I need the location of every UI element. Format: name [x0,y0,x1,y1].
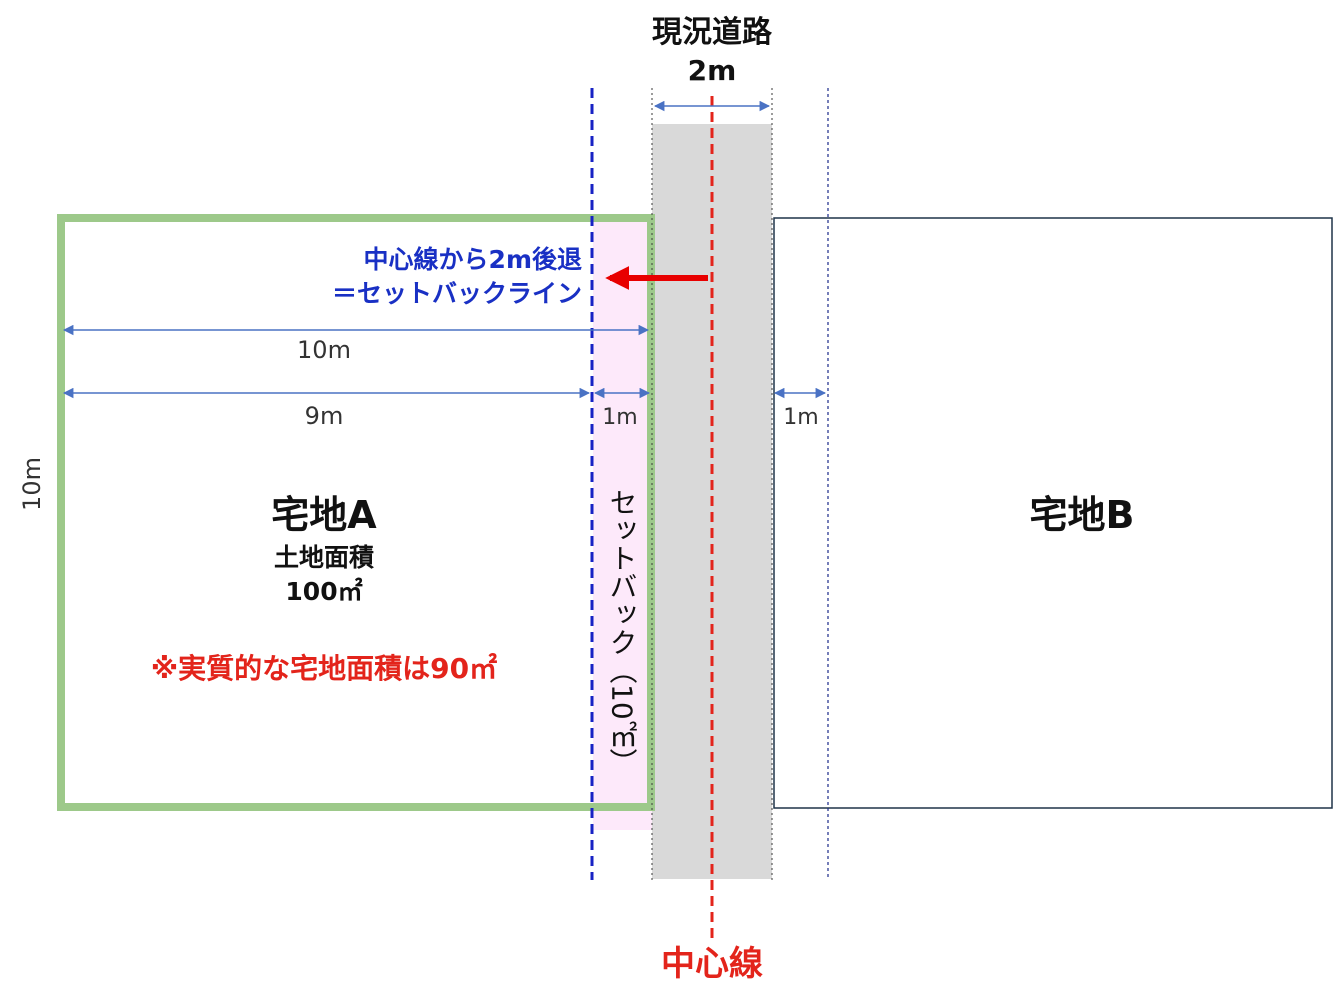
road-width-label: 2m [688,54,737,87]
lot-a-area-label: 土地面積 [274,543,374,572]
lot-a-effective-width-label: 9m [305,402,344,430]
center-line-label: 中心線 [661,944,763,984]
lot-a-name: 宅地A [271,493,377,537]
setback-strip-label: セットバック（10㎡） [606,488,639,776]
lot-a-depth-label: 10m [18,457,46,511]
lot-b-setback-width-label: 1m [783,405,818,430]
lot-a-border [57,214,655,811]
setback-width-label: 1m [602,405,637,430]
lot-a-effective-area-note: ※実質的な宅地面積は90㎡ [151,652,497,685]
setback-strip [593,222,652,830]
lot-b-border [773,217,1333,809]
lot-a-width-label: 10m [297,336,351,364]
lot-b-name: 宅地B [1030,493,1135,537]
setback-note-line1: 中心線から2m後退 [364,245,582,274]
lot-a-area-value: 100㎡ [285,577,362,606]
road-title: 現況道路 [652,15,773,50]
setback-note-line2: ＝セットバックライン [332,279,582,308]
